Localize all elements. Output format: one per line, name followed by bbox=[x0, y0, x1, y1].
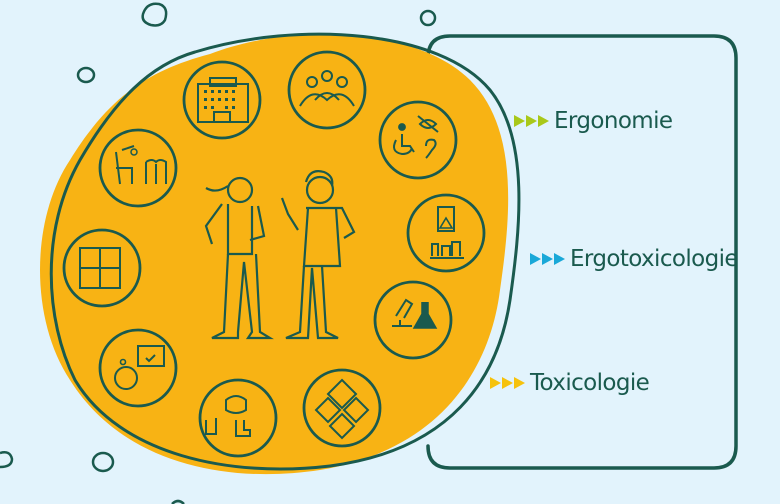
bubble-icon bbox=[0, 451, 14, 469]
label-toxicologie: Toxicologie bbox=[490, 370, 650, 396]
bubble-icon bbox=[91, 451, 115, 473]
blob-outline bbox=[49, 32, 521, 471]
label-text: Ergonomie bbox=[554, 108, 673, 134]
bubble-icon bbox=[76, 66, 96, 84]
triple-arrow-icon bbox=[514, 115, 550, 127]
blob-fill bbox=[40, 34, 509, 475]
label-text: Ergotoxicologie bbox=[570, 246, 739, 272]
hazard-pictograms-icon bbox=[302, 368, 382, 448]
label-ergotoxicologie: Ergotoxicologie bbox=[530, 246, 739, 272]
stopwatch-calendar-icon bbox=[98, 328, 178, 408]
office-building-icon bbox=[182, 60, 262, 140]
triple-arrow-icon bbox=[530, 253, 566, 265]
posture-spine-icon bbox=[98, 128, 178, 208]
label-text: Toxicologie bbox=[530, 370, 650, 396]
ring-icons bbox=[62, 50, 486, 458]
two-people-talking-icon bbox=[204, 170, 356, 340]
puzzle-icon bbox=[62, 228, 142, 308]
chemical-products-icon bbox=[406, 193, 486, 273]
group-of-people-icon bbox=[287, 50, 367, 130]
triple-arrow-icon bbox=[490, 377, 526, 389]
bubble-icon bbox=[141, 2, 168, 27]
bracket bbox=[426, 34, 738, 470]
bubble-icon bbox=[419, 9, 437, 27]
bubble-icon bbox=[171, 499, 185, 504]
disability-icon bbox=[378, 100, 458, 180]
protective-equipment-icon bbox=[198, 378, 278, 458]
decorative-bubbles bbox=[0, 2, 437, 504]
label-ergonomie: Ergonomie bbox=[514, 108, 673, 134]
laboratory-icon bbox=[373, 280, 453, 360]
